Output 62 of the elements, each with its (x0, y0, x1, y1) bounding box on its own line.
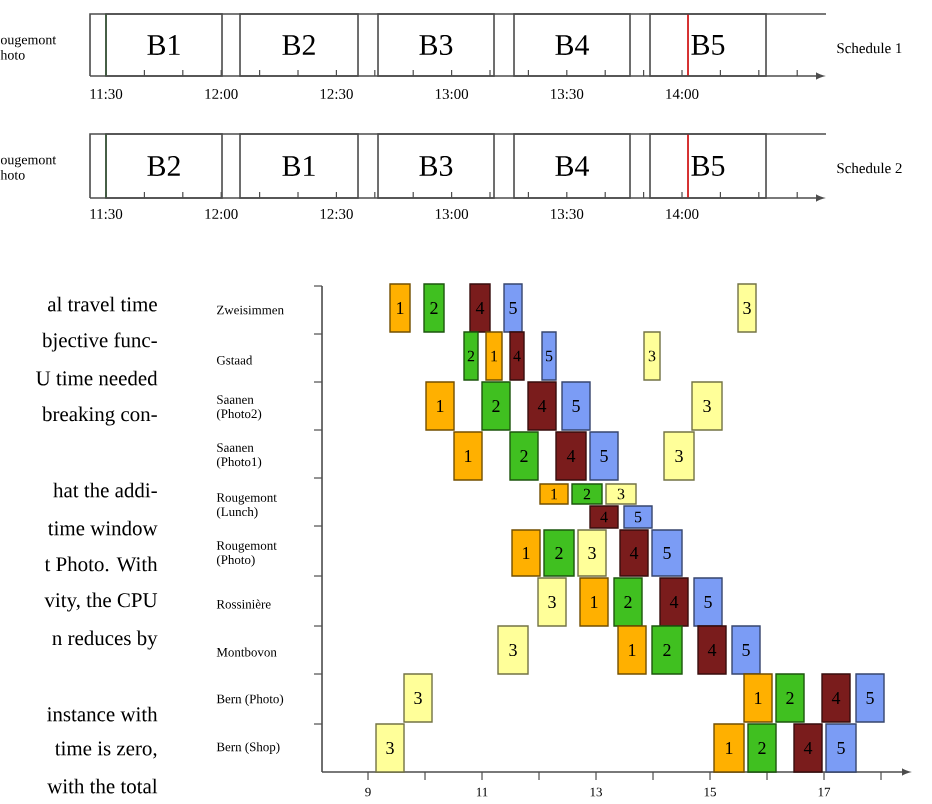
paragraph-line: hat the addi- (53, 482, 157, 498)
activity-box: 4 (697, 625, 727, 675)
block-box: B3 (377, 133, 495, 199)
paragraph-line: breaking con- (42, 406, 157, 426)
block-box: B2 (105, 133, 223, 199)
block-box: B2 (239, 13, 359, 77)
activity-box: 3 (663, 431, 695, 481)
block-box: B5 (649, 133, 767, 199)
paragraph-line: with the total (47, 778, 158, 794)
activity-box: 1 (453, 431, 483, 481)
paragraph-line: time is zero, (55, 741, 157, 759)
paragraph-line: vity, the CPU (44, 592, 158, 612)
activity-box: 3 (497, 625, 529, 675)
activity-box: 5 (561, 381, 591, 431)
paragraph-line: al travel time (48, 296, 157, 312)
paragraph-line: instance with (47, 706, 158, 722)
activity-box: 3 (691, 381, 723, 431)
activity-box: 2 (423, 283, 445, 333)
activity-box: 5 (693, 577, 723, 627)
activity-box: 1 (511, 529, 541, 577)
activity-box: 4 (527, 381, 557, 431)
activity-box: 4 (469, 283, 491, 333)
activity-box: 5 (855, 673, 885, 723)
activity-box: 5 (503, 283, 523, 333)
activity-box: 2 (747, 723, 777, 773)
activity-box: 1 (389, 283, 411, 333)
block-box: B1 (239, 133, 359, 199)
activity-box: 4 (821, 673, 851, 723)
activity-box: 3 (577, 529, 607, 577)
activity-box: 3 (375, 723, 405, 773)
paragraph-line: t Photo. With (44, 556, 158, 572)
paragraph-line: bjective func- (42, 332, 157, 352)
block-box: B1 (105, 13, 223, 77)
activity-box: 4 (619, 529, 649, 577)
activity-box: 1 (617, 625, 647, 675)
activity-box: 4 (555, 431, 587, 481)
block-box: B4 (513, 133, 631, 199)
activity-box: 3 (403, 673, 433, 723)
activity-box: 1 (579, 577, 609, 627)
activity-box: 5 (825, 723, 857, 773)
activity-box: 1 (425, 381, 455, 431)
activity-box: 2 (651, 625, 683, 675)
activity-box: 4 (659, 577, 689, 627)
activity-box: 3 (737, 283, 757, 333)
activity-box: 5 (731, 625, 761, 675)
activity-box: 1 (713, 723, 745, 773)
paragraph-line: time window (48, 520, 158, 536)
paragraph-line: n reduces by (52, 630, 158, 650)
block-box: B3 (377, 13, 495, 77)
activity-box: 4 (793, 723, 823, 773)
block-box: B4 (513, 13, 631, 77)
activity-box: 5 (651, 529, 683, 577)
activity-box: 1 (743, 673, 773, 723)
block-box: B5 (649, 13, 767, 77)
activity-box: 2 (509, 431, 539, 481)
activity-box: 3 (537, 577, 567, 627)
activity-box: 5 (589, 431, 619, 481)
paragraph-line: U time needed (36, 370, 158, 386)
activity-box: 2 (775, 673, 805, 723)
activity-box: 2 (481, 381, 511, 431)
activity-box: 2 (613, 577, 643, 627)
activity-box: 2 (543, 529, 575, 577)
